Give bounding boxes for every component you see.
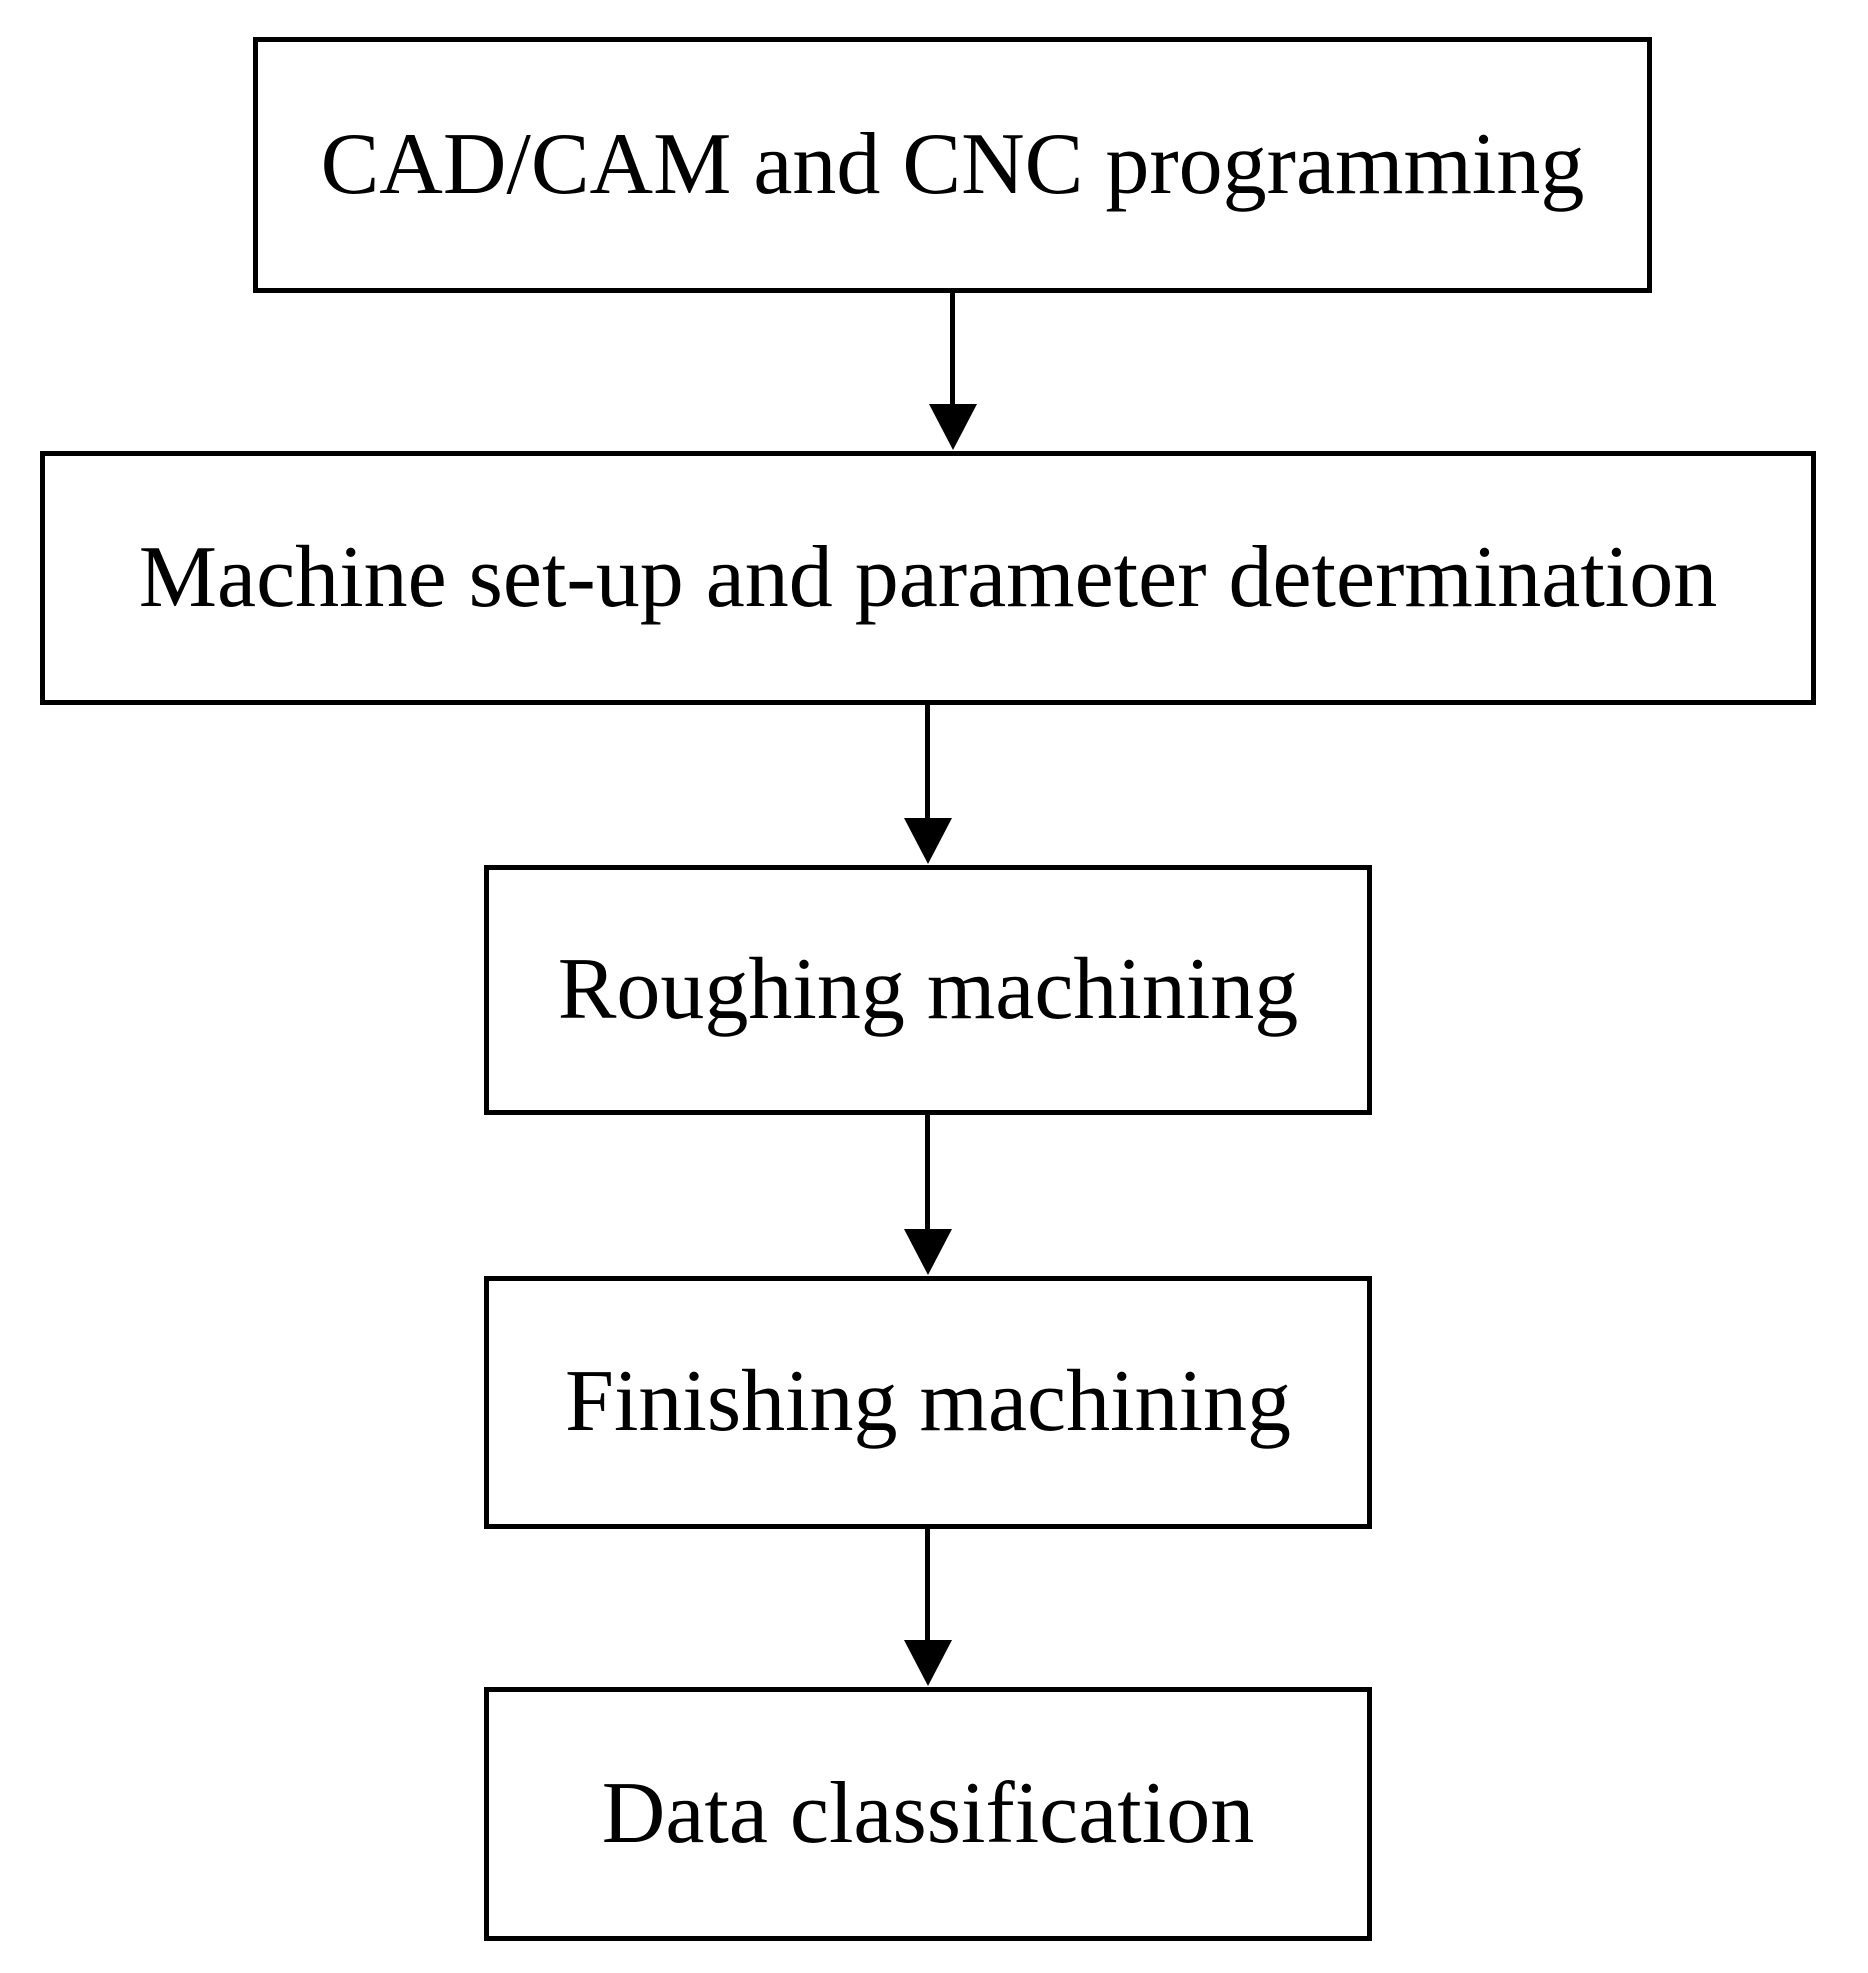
node-label: Roughing machining <box>557 940 1299 1038</box>
flow-arrow-2 <box>904 705 952 864</box>
arrow-shaft <box>950 293 955 410</box>
arrowhead-down-icon <box>904 1640 952 1686</box>
arrow-shaft <box>925 1115 930 1235</box>
arrow-shaft <box>925 1529 930 1646</box>
node-label: Machine set-up and parameter determinati… <box>138 528 1718 626</box>
flowchart-node-cad-cam-cnc-programming: CAD/CAM and CNC programming <box>253 37 1652 293</box>
flowchart-node-machine-setup-parameter-determination: Machine set-up and parameter determinati… <box>40 451 1816 705</box>
flow-arrow-1 <box>929 293 977 450</box>
node-label: CAD/CAM and CNC programming <box>320 115 1585 213</box>
flow-arrow-4 <box>904 1529 952 1686</box>
arrow-shaft <box>925 705 930 824</box>
flow-arrow-3 <box>904 1115 952 1275</box>
arrowhead-down-icon <box>929 404 977 450</box>
node-label: Data classification <box>601 1764 1255 1862</box>
flowchart-node-finishing-machining: Finishing machining <box>484 1276 1372 1529</box>
arrowhead-down-icon <box>904 818 952 864</box>
flowchart-node-data-classification: Data classification <box>484 1687 1372 1941</box>
arrowhead-down-icon <box>904 1229 952 1275</box>
flowchart-node-roughing-machining: Roughing machining <box>484 865 1372 1115</box>
node-label: Finishing machining <box>565 1353 1291 1451</box>
